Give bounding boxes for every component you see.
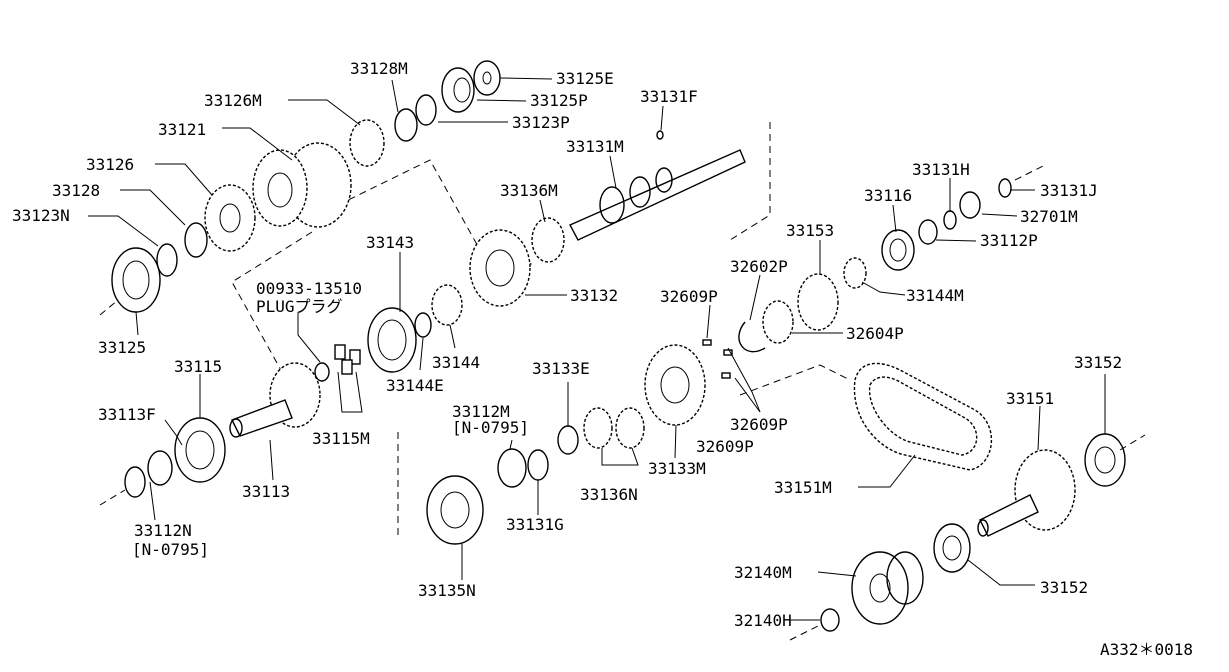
part-33133E-collar: [557, 425, 579, 455]
label-33126: 33126: [86, 155, 134, 174]
part-32609P-key-c: [721, 372, 731, 379]
label-32604P: 32604P: [846, 324, 904, 343]
part-33152-bearing-bottom: [933, 523, 971, 573]
part-33128-ring: [184, 222, 208, 258]
part-33131F-ball: [656, 130, 664, 140]
part-33113F-bearing: [174, 417, 226, 483]
part-33128M-ring: [394, 108, 418, 142]
part-33133M-gear: [644, 344, 706, 426]
label-33125E: 33125E: [556, 69, 614, 88]
part-33143-sleeve: [367, 307, 417, 373]
leader-lines: [88, 77, 1106, 621]
part-33132-gear: [469, 229, 531, 307]
part-00933-plug: [314, 362, 330, 382]
label-32140H: 32140H: [734, 611, 792, 630]
label-33151: 33151: [1006, 389, 1054, 408]
part-33126M-sprocket: [349, 119, 385, 167]
label-33144: 33144: [432, 353, 480, 372]
part-33153-sleeve: [797, 273, 839, 331]
label-33125: 33125: [98, 338, 146, 357]
part-33113-shaft: [231, 399, 293, 437]
part-32604P-ring: [762, 300, 794, 344]
part-33112M-ring: [497, 448, 527, 488]
label-33112M: 33112M: [452, 402, 510, 421]
part-33125-bearing: [111, 247, 161, 313]
label-33112M-code: [N-0795]: [452, 418, 529, 437]
label-00933-13510: 00933-13510: [256, 279, 362, 298]
label-32701M: 32701M: [1020, 207, 1078, 226]
part-33131J-ring: [998, 178, 1012, 198]
label-33131H: 33131H: [912, 160, 970, 179]
label-33123N: 33123N: [12, 206, 70, 225]
label-32609P-a: 32609P: [660, 287, 718, 306]
part-33125E-washer: [473, 60, 501, 96]
part-33144M-hub: [843, 257, 867, 289]
part-33131G-ring: [527, 449, 549, 481]
label-33132: 33132: [570, 286, 618, 305]
label-32609P-c: 32609P: [696, 437, 754, 456]
label-33115: 33115: [174, 357, 222, 376]
label-33123P: 33123P: [512, 113, 570, 132]
label-33153: 33153: [786, 221, 834, 240]
label-33143: 33143: [366, 233, 414, 252]
part-33125P-bearing: [441, 67, 475, 113]
label-33152-bottom: 33152: [1040, 578, 1088, 597]
part-33112P-ring: [918, 219, 938, 245]
label-33133M: 33133M: [648, 459, 706, 478]
label-33152-top: 33152: [1074, 353, 1122, 372]
label-33136M: 33136M: [500, 181, 558, 200]
label-33112P: 33112P: [980, 231, 1038, 250]
label-33131M: 33131M: [566, 137, 624, 156]
label-33144E: 33144E: [386, 376, 444, 395]
label-33131G: 33131G: [506, 515, 564, 534]
label-32140M: 32140M: [734, 563, 792, 582]
label-33136N: 33136N: [580, 485, 638, 504]
label-33135N: 33135N: [418, 581, 476, 600]
part-33123P-ring: [415, 94, 437, 126]
part-32609P-key-a: [702, 339, 712, 346]
label-33133E: 33133E: [532, 359, 590, 378]
label-33128M: 33128M: [350, 59, 408, 78]
part-33144-hub: [431, 284, 463, 326]
diagram-code: A332＊0018: [1100, 640, 1193, 659]
label-33125P: 33125P: [530, 91, 588, 110]
label-33116: 33116: [864, 186, 912, 205]
label-33113: 33113: [242, 482, 290, 501]
label-33131F: 33131F: [640, 87, 698, 106]
label-plug: PLUGプラグ: [256, 297, 343, 316]
part-32701M-nut: [959, 191, 981, 219]
label-33126M: 33126M: [204, 91, 262, 110]
part-33112N-ring: [147, 450, 173, 486]
part-32609P-key-b: [723, 349, 733, 356]
label-33115M: 33115M: [312, 429, 370, 448]
part-32140M-flange: [851, 551, 909, 625]
part-33135N-bearing: [426, 475, 484, 545]
part-32140H-nut: [820, 608, 840, 632]
part-33126-sprocket: [204, 184, 256, 252]
label-33121: 33121: [158, 120, 206, 139]
part-33131H-ring: [943, 210, 957, 230]
part-33116-bearing: [881, 229, 915, 271]
label-33131J: 33131J: [1040, 181, 1098, 200]
label-32602P: 32602P: [730, 257, 788, 276]
label-33113F: 33113F: [98, 405, 156, 424]
part-33152-bearing-top: [1084, 433, 1126, 487]
label-33112N-code: [N-0795]: [132, 540, 209, 559]
label-33112N: 33112N: [134, 521, 192, 540]
label-33144M: 33144M: [906, 286, 964, 305]
part-labels: 33128M 33125E 33126M 33125P 33131F 33121…: [12, 59, 1193, 659]
part-33136M-needle-bearing: [531, 217, 565, 263]
part-33131M-mainshaft: [569, 149, 746, 241]
part-33144E-ring: [414, 312, 432, 338]
label-33151M: 33151M: [774, 478, 832, 497]
part-graphics: [111, 60, 1126, 632]
part-33123N-ring: [156, 243, 178, 277]
label-33128: 33128: [52, 181, 100, 200]
part-32602P-clip: [738, 321, 766, 353]
part-33115M-insert: [334, 344, 346, 360]
label-32609P-b: 32609P: [730, 415, 788, 434]
part-33136N-needle-bearing: [615, 407, 645, 449]
